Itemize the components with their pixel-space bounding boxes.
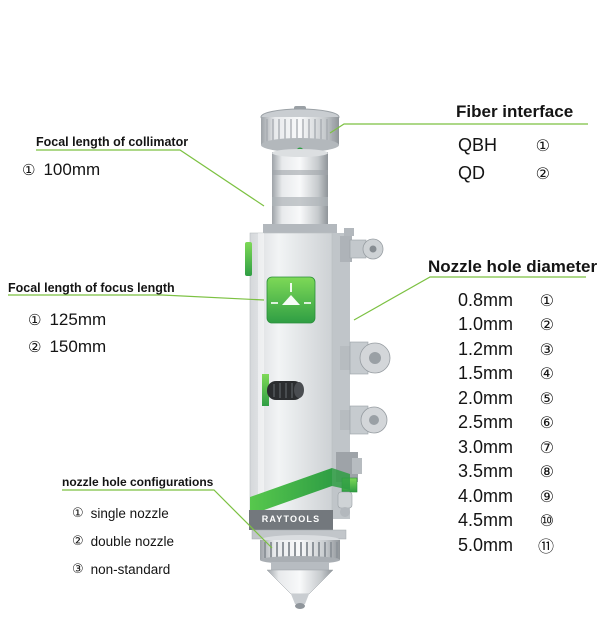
diameter-label: 4.0mm [458,485,514,506]
nozzle-config-line [62,489,273,549]
diameter-label: 1.5mm [458,363,514,384]
diameter-number: ⑨ [539,486,554,506]
main-body-shape [245,232,350,520]
diameter-label: 5.0mm [458,534,514,555]
focus-option-number: ① [28,310,42,329]
nozzle-config-label: double nozzle [90,533,174,549]
fiber-interface-list: QBH ① QD ② [458,131,550,187]
nozzle-config-title: nozzle hole configurations [62,475,214,489]
focus-option-label: 150mm [49,336,107,356]
diameter-label: 3.0mm [458,436,514,457]
collimator-title: Focal length of collimator [36,135,189,149]
nozzle-config-option: ② double nozzle [72,527,174,555]
diameter-label: 0.8mm [458,289,514,310]
collimator-barrel-shape [263,149,337,233]
diameter-option: 3.5mm ⑧ [458,460,554,485]
nozzle-shape [260,535,340,609]
fiber-option-label: QD [458,162,485,183]
diameter-option: 1.2mm ③ [458,337,554,362]
diameter-number: ① [539,290,554,310]
nozzle-config-list: ① single nozzle ② double nozzle ③ non-stand… [72,499,174,583]
focus-option: ① 125mm [28,306,106,333]
nozzle-config-label: non-standard [90,561,171,577]
nozzle-config-option: ③ non-standard [72,555,174,583]
nozzle-diameter-line [353,276,586,321]
collimator-number: ① [22,161,36,179]
focus-window-shape [266,276,316,324]
focus-option-label: 125mm [49,309,107,329]
nozzle-diameter-list: 0.8mm ① 1.0mm ② 1.2mm ③ 1.5mm ④ 2.0mm ⑤ 2.5mm… [458,288,554,558]
nozzle-config-label: single nozzle [90,505,169,521]
fiber-option: QD ② [458,159,550,187]
brand-label: RAYTOOLS [261,514,321,524]
diameter-label: 2.0mm [458,387,514,408]
fiber-option: QBH ① [458,131,550,159]
focus-option: ② 150mm [28,333,106,360]
focus-length-title: Focal length of focus length [8,281,175,295]
diameter-label: 3.5mm [458,461,514,482]
nozzle-config-option: ① single nozzle [72,499,174,527]
fiber-option-label: QBH [458,134,498,155]
collimator-value: ① 100mm [22,160,100,180]
diameter-option: 2.0mm ⑤ [458,386,554,411]
diameter-number: ⑪ [537,537,554,557]
diameter-label: 1.0mm [458,314,514,335]
diameter-label: 4.5mm [458,510,514,531]
side-fittings-shape [336,228,391,517]
focus-length-list: ① 125mm ② 150mm [28,306,106,360]
focus-knob-shape [262,374,304,406]
fiber-option-number: ① [535,135,550,155]
diameter-option: 4.5mm ⑩ [458,509,554,534]
fiber-option-number: ② [535,163,550,183]
nozzle-diameter-title: Nozzle hole diameter [428,257,598,276]
diameter-number: ⑥ [539,413,554,433]
diameter-option: 3.0mm ⑦ [458,435,554,460]
diameter-number: ⑧ [539,462,554,482]
diameter-number: ⑦ [539,437,554,457]
diameter-label: 1.2mm [458,338,514,359]
nozzle-config-number: ② [72,533,84,549]
diameter-option: 5.0mm ⑪ [458,533,554,558]
diameter-option: 1.5mm ④ [458,362,554,387]
nozzle-config-number: ③ [72,561,84,577]
diameter-number: ④ [539,364,554,384]
focus-option-number: ② [28,337,42,356]
fiber-interface-title: Fiber interface [456,102,574,121]
focus-length-line [8,294,265,301]
diameter-option: 1.0mm ② [458,313,554,338]
diameter-option: 2.5mm ⑥ [458,411,554,436]
fiber-interface-line [329,123,588,134]
diameter-number: ② [539,315,554,335]
diameter-option: 4.0mm ⑨ [458,484,554,509]
diameter-option: 0.8mm ① [458,288,554,313]
nozzle-config-number: ① [72,505,84,521]
diameter-number: ⑤ [539,388,554,408]
collimator-line [36,149,265,207]
diameter-label: 2.5mm [458,412,514,433]
bottom-band-shape [249,468,350,540]
diameter-number: ③ [539,339,554,359]
collimator-label: 100mm [43,160,101,179]
diameter-number: ⑩ [539,511,554,531]
